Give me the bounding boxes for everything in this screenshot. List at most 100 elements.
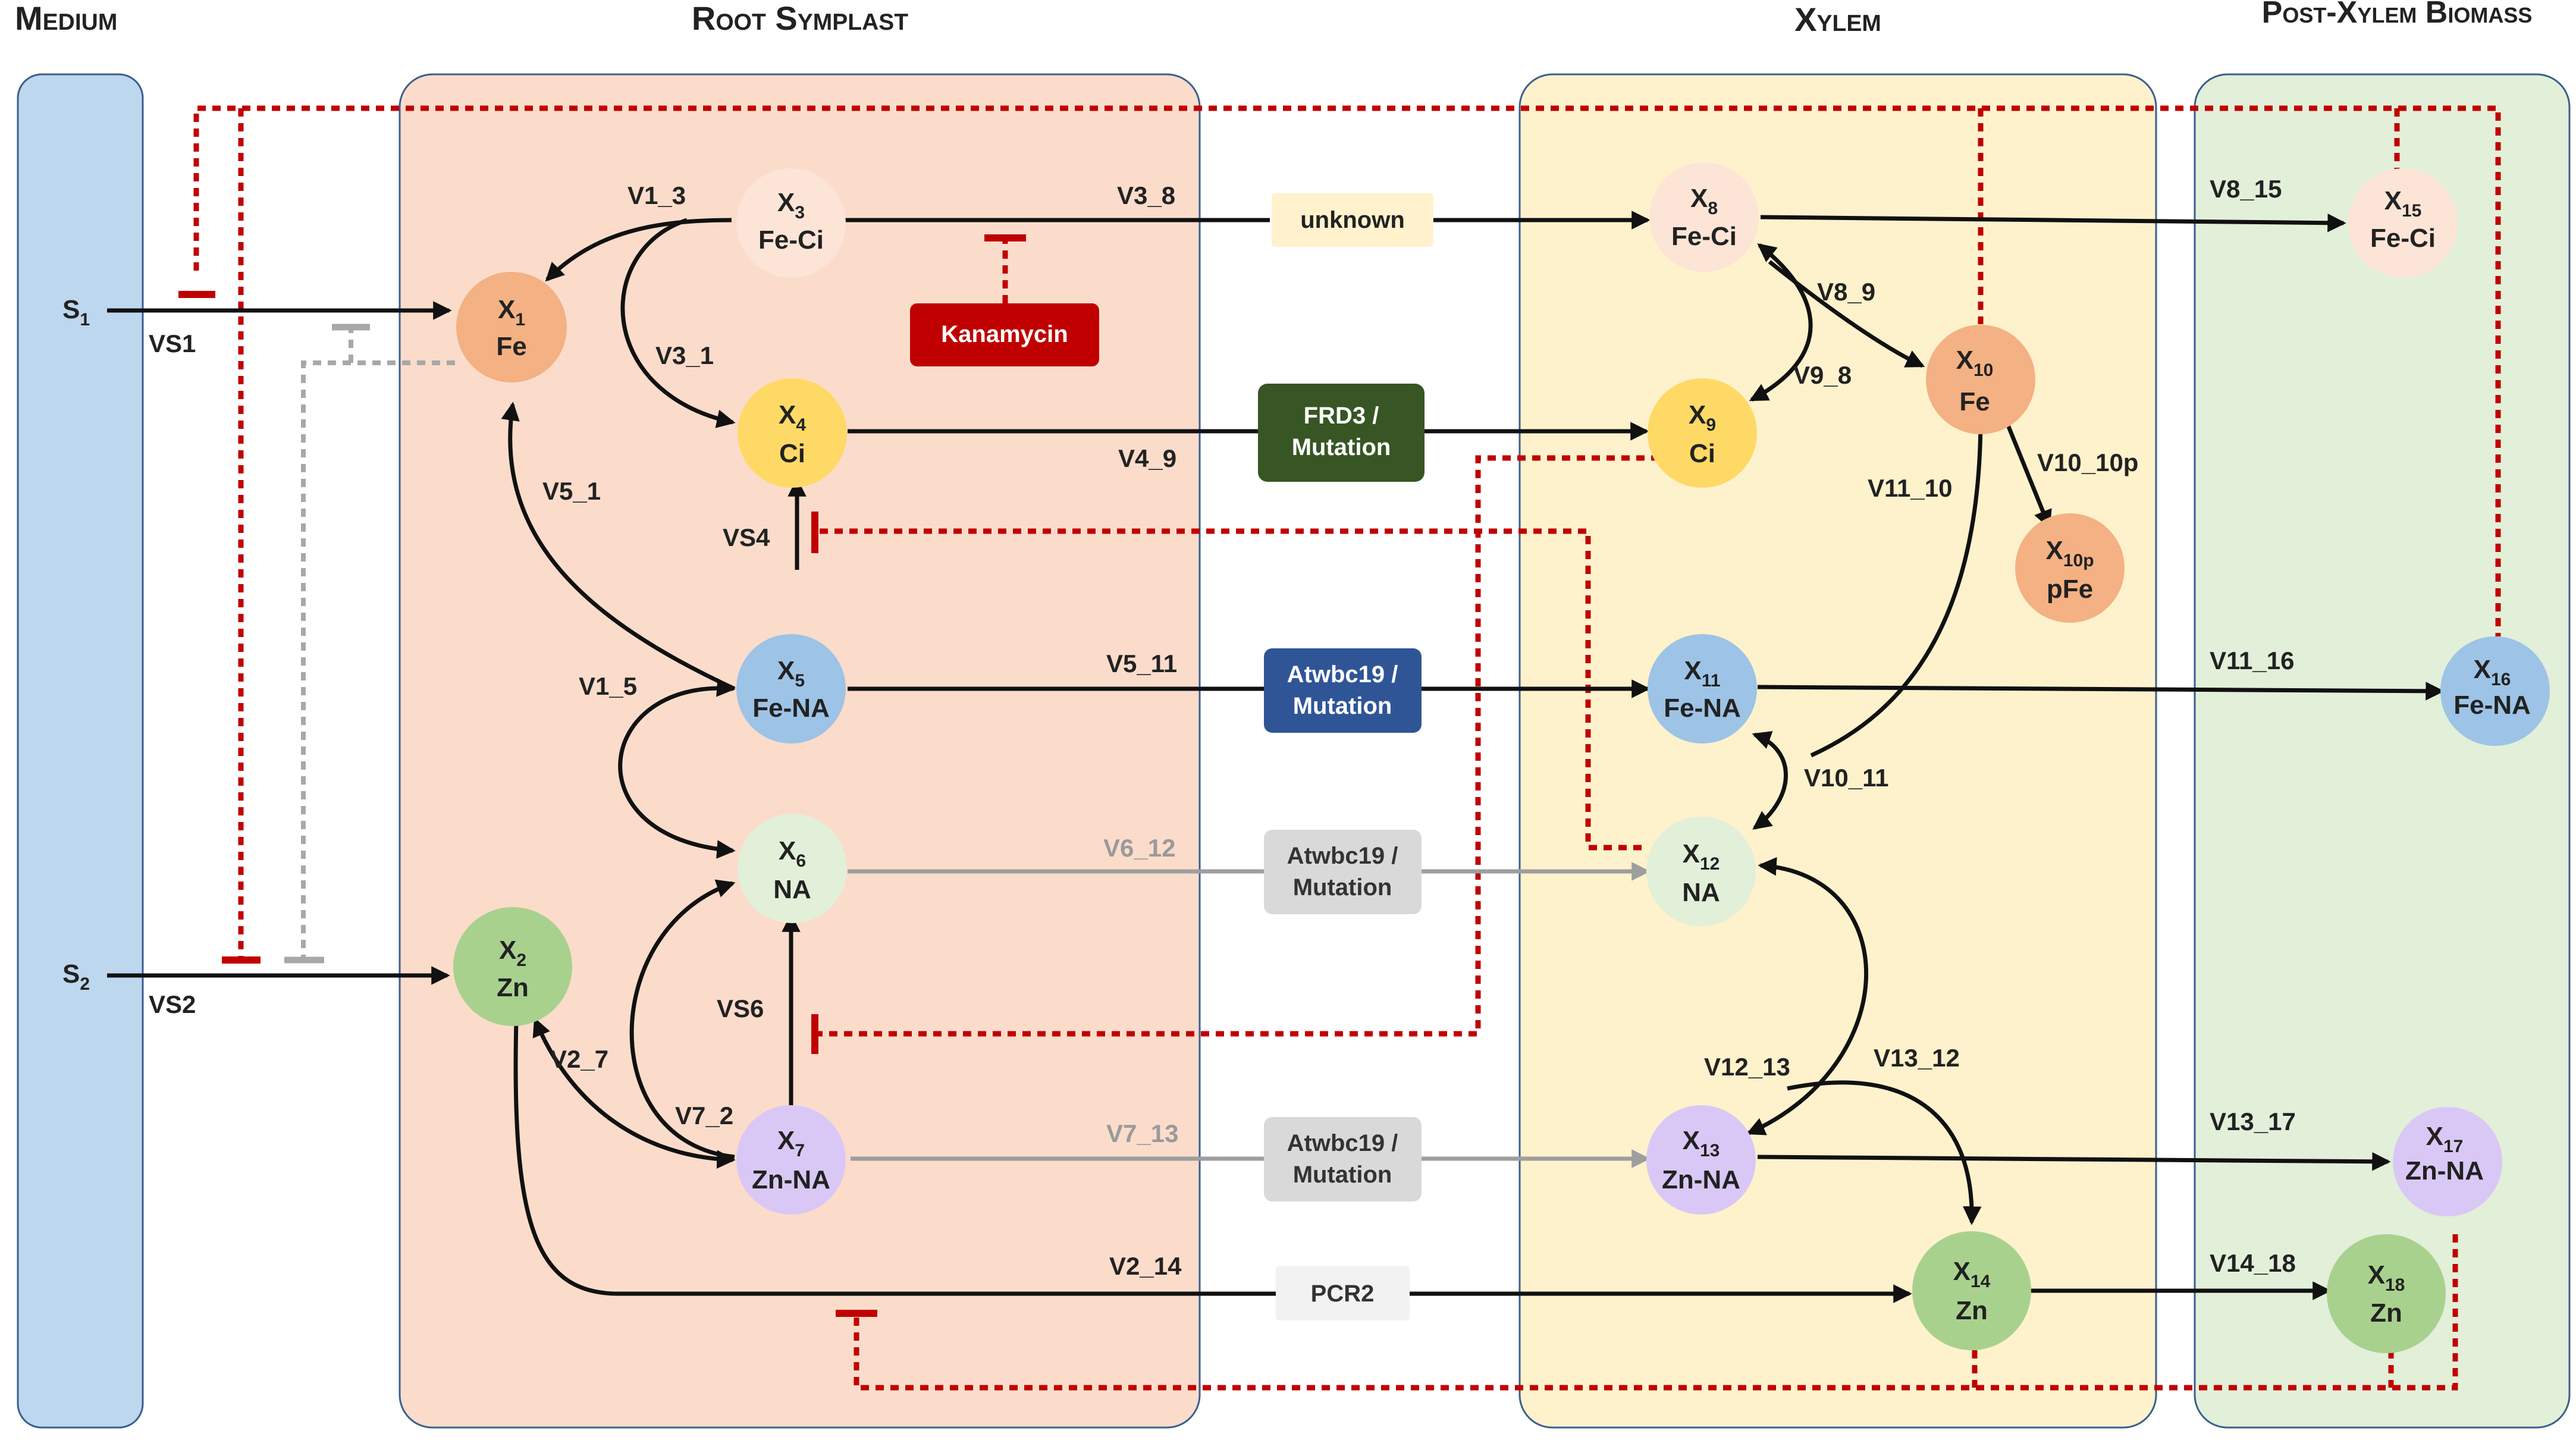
node-x4: X4 Ci bbox=[738, 378, 847, 488]
node-x15: X15 Fe-Ci bbox=[2348, 168, 2458, 278]
node-x10p: X10p pFe bbox=[2015, 513, 2125, 623]
arrow-v13-14 bbox=[1787, 1080, 1982, 1225]
arrow-v11-16 bbox=[1757, 682, 2445, 701]
svg-text:X9: X9 bbox=[1689, 400, 1716, 435]
svg-text:X2: X2 bbox=[499, 936, 526, 970]
box-kanamycin: Kanamycin bbox=[910, 303, 1099, 366]
header-xylem: Xylem bbox=[1794, 1, 1881, 38]
box-atwbc19-fe-na: Atwbc19 / Mutation bbox=[1264, 648, 1422, 733]
svg-text:X11: X11 bbox=[1684, 656, 1720, 691]
svg-text:Atwbc19 /: Atwbc19 / bbox=[1287, 1130, 1398, 1156]
label-v11-10: V11_10 bbox=[1868, 474, 1953, 502]
svg-text:X4: X4 bbox=[779, 400, 806, 435]
svg-text:Fe-NA: Fe-NA bbox=[752, 694, 830, 723]
label-v6-12: V6_12 bbox=[1103, 834, 1175, 862]
source-s2: S2 bbox=[62, 959, 90, 994]
header-root-symplast: Root Symplast bbox=[692, 0, 908, 37]
label-v8-15: V8_15 bbox=[2210, 175, 2282, 203]
svg-text:Zn: Zn bbox=[1956, 1296, 1988, 1325]
svg-text:Ci: Ci bbox=[779, 439, 805, 468]
label-v13-12: V13_12 bbox=[1874, 1044, 1960, 1072]
svg-text:Zn: Zn bbox=[497, 973, 529, 1002]
inhibition-line-bottom-loop bbox=[854, 1234, 2458, 1391]
svg-text:pFe: pFe bbox=[2047, 575, 2093, 604]
svg-text:X16: X16 bbox=[2474, 655, 2511, 689]
svg-text:X10: X10 bbox=[1956, 346, 1994, 380]
svg-text:Fe-NA: Fe-NA bbox=[1664, 694, 1741, 723]
label-v9-8: V9_8 bbox=[1793, 361, 1852, 389]
svg-text:X10p: X10p bbox=[2045, 536, 2094, 570]
arrow-v2-14 bbox=[513, 1019, 1276, 1296]
arrow-v10-11 bbox=[1752, 731, 1788, 830]
label-vs4: VS4 bbox=[723, 523, 770, 551]
svg-text:Atwbc19 /: Atwbc19 / bbox=[1287, 843, 1398, 869]
svg-text:X12: X12 bbox=[1683, 839, 1720, 874]
inhibition-line-top-loop bbox=[193, 105, 2501, 636]
svg-text:Fe-Ci: Fe-Ci bbox=[758, 225, 824, 255]
label-v7-2: V7_2 bbox=[675, 1102, 733, 1130]
label-v7-13: V7_13 bbox=[1106, 1119, 1178, 1147]
label-v2-7: V2_7 bbox=[550, 1045, 608, 1073]
label-v3-8: V3_8 bbox=[1117, 181, 1175, 209]
svg-text:X18: X18 bbox=[2368, 1260, 2405, 1295]
label-v11-16: V11_16 bbox=[2210, 647, 2295, 675]
node-x12: X12 NA bbox=[1646, 817, 1756, 926]
node-x1: X1 Fe bbox=[456, 272, 567, 382]
arrow-v1-3 bbox=[545, 218, 732, 282]
arrow-v8-15 bbox=[1760, 213, 2346, 233]
svg-text:FRD3 /: FRD3 / bbox=[1304, 403, 1379, 429]
svg-text:Ci: Ci bbox=[1689, 439, 1715, 468]
svg-text:Fe-NA: Fe-NA bbox=[2453, 691, 2531, 720]
post-xylem-compartment bbox=[2194, 73, 2571, 1429]
node-x3: X3 Fe-Ci bbox=[736, 168, 846, 278]
label-v12-13: V12_13 bbox=[1704, 1053, 1790, 1081]
svg-text:X5: X5 bbox=[777, 656, 805, 691]
svg-text:X7: X7 bbox=[777, 1126, 805, 1160]
svg-text:Kanamycin: Kanamycin bbox=[941, 321, 1068, 347]
arrow-v2-7 bbox=[532, 1017, 736, 1169]
label-vs1: VS1 bbox=[149, 330, 196, 357]
node-x6: X6 NA bbox=[738, 814, 847, 923]
label-v4-9: V4_9 bbox=[1118, 444, 1176, 472]
label-v1-3: V1_3 bbox=[627, 181, 686, 209]
box-atwbc19-na: Atwbc19 / Mutation bbox=[1264, 830, 1422, 914]
label-v8-9: V8_9 bbox=[1817, 278, 1875, 306]
header-post-xylem: Post-Xylem Biomass bbox=[2262, 0, 2533, 30]
arrow-v1-5 bbox=[618, 678, 736, 859]
arrow-v5-1 bbox=[501, 401, 736, 691]
node-x18: X18 Zn bbox=[2327, 1234, 2446, 1353]
svg-text:X1: X1 bbox=[498, 295, 525, 330]
svg-text:Fe-Ci: Fe-Ci bbox=[1671, 222, 1737, 251]
svg-text:X6: X6 bbox=[779, 836, 806, 871]
svg-text:Zn-NA: Zn-NA bbox=[1662, 1165, 1740, 1194]
label-v5-11: V5_11 bbox=[1106, 650, 1177, 677]
svg-text:Mutation: Mutation bbox=[1292, 434, 1391, 460]
label-v3-1: V3_1 bbox=[655, 341, 714, 369]
svg-text:Zn-NA: Zn-NA bbox=[752, 1165, 830, 1194]
svg-text:NA: NA bbox=[1682, 878, 1720, 907]
svg-text:PCR2: PCR2 bbox=[1311, 1281, 1375, 1307]
svg-text:X15: X15 bbox=[2384, 186, 2422, 221]
node-x17: X17 Zn-NA bbox=[2393, 1107, 2502, 1216]
arrow-v3-1 bbox=[620, 218, 736, 428]
svg-text:X14: X14 bbox=[1953, 1257, 1991, 1291]
label-v5-1: V5_1 bbox=[542, 477, 601, 505]
header-medium: Medium bbox=[15, 0, 117, 37]
svg-text:Fe: Fe bbox=[496, 332, 526, 361]
svg-text:Atwbc19 /: Atwbc19 / bbox=[1287, 661, 1398, 688]
label-vs2: VS2 bbox=[149, 990, 196, 1018]
label-v10-11: V10_11 bbox=[1804, 764, 1889, 792]
medium-compartment bbox=[17, 73, 144, 1429]
node-x9: X9 Ci bbox=[1648, 378, 1757, 488]
svg-text:Fe: Fe bbox=[1959, 387, 1990, 416]
node-x14: X14 Zn bbox=[1912, 1231, 2031, 1350]
label-v1-5: V1_5 bbox=[579, 672, 637, 700]
label-v10-10p: V10_10p bbox=[2037, 448, 2138, 476]
node-x2: X2 Zn bbox=[453, 907, 572, 1026]
svg-text:Zn: Zn bbox=[2370, 1298, 2402, 1328]
arrow-v11-10 bbox=[1810, 413, 1990, 758]
source-s1: S1 bbox=[62, 295, 90, 330]
box-frd3-mutation: FRD3 / Mutation bbox=[1258, 384, 1425, 482]
node-x5: X5 Fe-NA bbox=[736, 634, 846, 744]
